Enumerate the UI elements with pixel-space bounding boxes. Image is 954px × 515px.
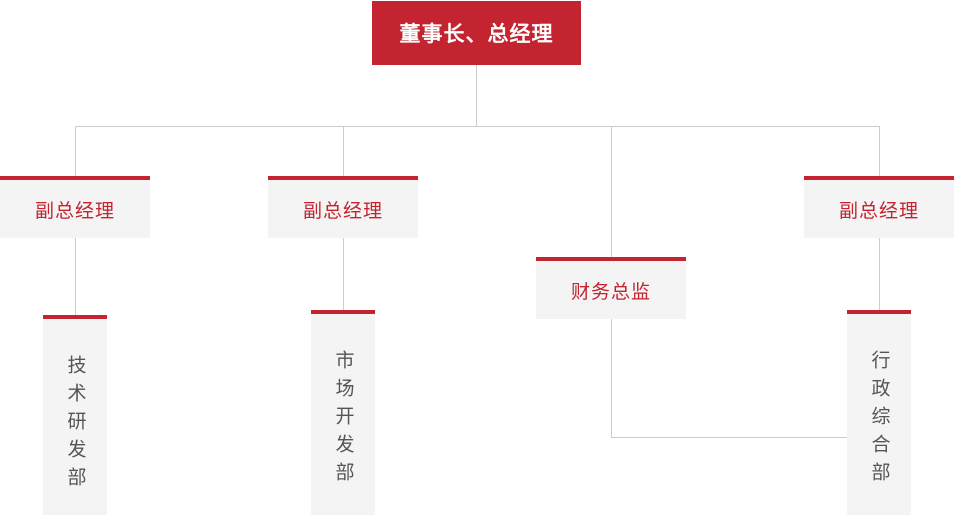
node-vice-general-manager-2[interactable]: 副总经理 [268,176,418,238]
connector-vp2-to-dept-market [343,238,344,315]
connector-root-to-bus [476,65,477,126]
node-vice-general-manager-3-label: 副总经理 [838,200,919,222]
node-department-rd[interactable]: 技术研发部 [43,315,107,515]
node-chairman-general-manager-label: 董事长、总经理 [399,23,554,46]
connector-bus-to-vp-1 [75,126,76,176]
node-vice-general-manager-1[interactable]: 副总经理 [0,176,150,238]
connector-bus-to-cfo [611,126,612,257]
connector-vp1-to-dept-rd [75,238,76,315]
connector-cfo-elbow-horizontal [611,437,847,438]
connector-cfo-elbow-vertical [611,318,612,437]
node-department-market[interactable]: 市场开发部 [311,310,375,515]
node-vice-general-manager-1-label: 副总经理 [34,200,115,222]
connector-vp3-to-dept-admin [879,238,880,315]
connector-horizontal-bus [75,126,880,127]
node-chief-financial-officer-label: 财务总监 [570,281,651,303]
node-department-administration-label: 行政综合部 [868,350,890,490]
node-department-rd-label: 技术研发部 [64,355,86,495]
node-chief-financial-officer[interactable]: 财务总监 [536,257,686,319]
node-vice-general-manager-3[interactable]: 副总经理 [804,176,954,238]
node-chairman-general-manager[interactable]: 董事长、总经理 [372,1,581,65]
node-department-market-label: 市场开发部 [332,350,354,490]
connector-bus-to-vp-2 [343,126,344,176]
node-vice-general-manager-2-label: 副总经理 [302,200,383,222]
connector-bus-to-vp-3 [879,126,880,176]
node-department-administration[interactable]: 行政综合部 [847,310,911,515]
